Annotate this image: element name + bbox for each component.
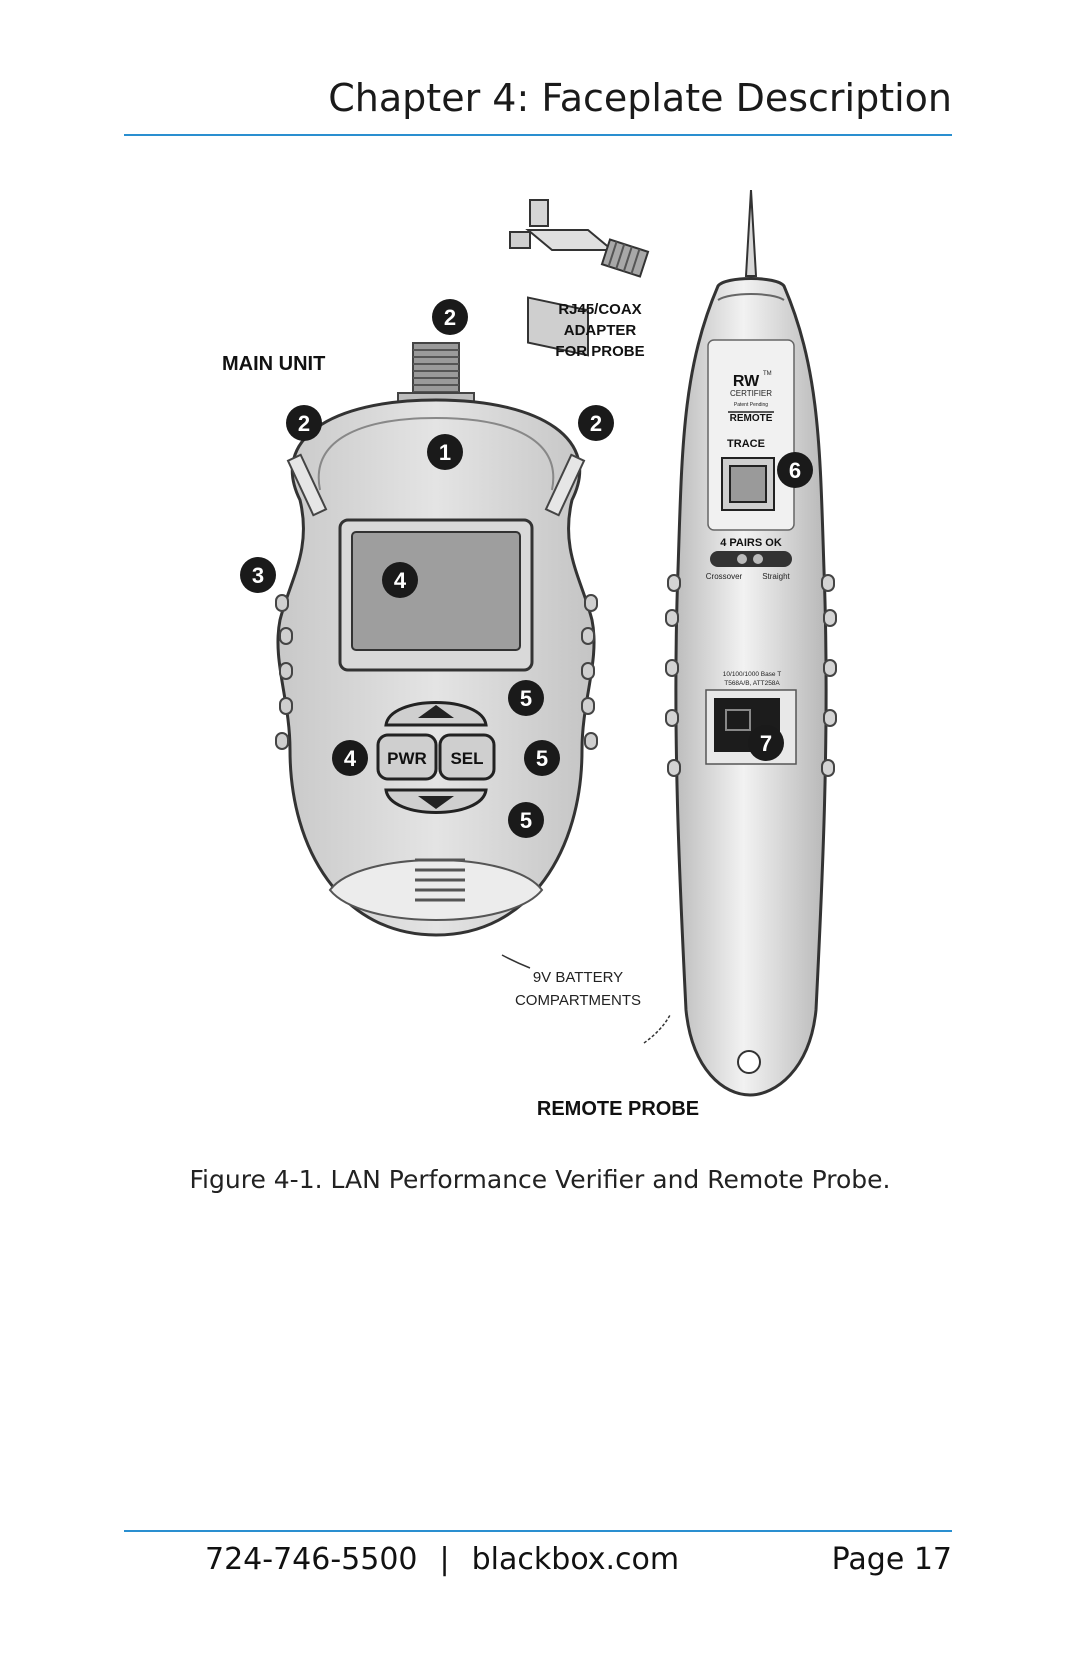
probe-remote-label: REMOTE: [730, 413, 773, 424]
coax-connector: [397, 342, 475, 406]
main-unit-label: MAIN UNIT: [222, 353, 325, 375]
page-number: Page 17: [831, 1542, 952, 1577]
probe-certifier: CERTIFIER: [730, 389, 772, 398]
pwr-button-label: PWR: [387, 749, 427, 768]
callout-4-pwr: 4: [332, 740, 368, 776]
probe-crossover: Crossover: [706, 572, 743, 581]
device-figure: PWR SEL MAIN UNIT RJ45/COAX ADAPTER F: [222, 190, 837, 1120]
probe-spec-line2: T568A/B, ATT258A: [724, 680, 780, 687]
adapter-label-line3: FOR PROBE: [555, 343, 644, 360]
footer-separator: |: [439, 1542, 450, 1577]
probe-trace-label: TRACE: [727, 438, 765, 450]
svg-text:4: 4: [394, 568, 407, 593]
lcd-display: [351, 531, 521, 651]
callout-5-sel: 5: [524, 740, 560, 776]
probe-straight: Straight: [762, 572, 790, 581]
svg-text:1: 1: [439, 440, 451, 465]
footer-contact: 724-746-5500 | blackbox.com: [205, 1542, 679, 1577]
callout-6: 6: [777, 452, 813, 488]
footer-phone: 724-746-5500: [205, 1542, 418, 1577]
chapter-title: Chapter 4: Faceplate Description: [328, 76, 952, 120]
svg-text:5: 5: [520, 686, 532, 711]
callout-5-down: 5: [508, 802, 544, 838]
lanyard-hole: [737, 1050, 761, 1074]
svg-text:2: 2: [590, 411, 602, 436]
svg-text:3: 3: [252, 563, 264, 588]
callout-5-up: 5: [508, 680, 544, 716]
led-bar: [710, 551, 792, 567]
adapter-label-line1: RJ45/COAX: [558, 301, 641, 318]
callout-3: 3: [240, 557, 276, 593]
svg-text:5: 5: [536, 746, 548, 771]
main-unit: PWR SEL MAIN UNIT: [222, 342, 598, 937]
callout-1: 1: [427, 434, 463, 470]
svg-text:5: 5: [520, 808, 532, 833]
svg-text:6: 6: [789, 458, 801, 483]
straight-led: [753, 554, 763, 564]
svg-text:2: 2: [298, 411, 310, 436]
footer-rule: [124, 1530, 952, 1532]
figure-caption: Figure 4-1. LAN Performance Verifier and…: [189, 1165, 891, 1194]
probe-spec-line1: 10/100/1000 Base T: [723, 671, 781, 678]
callout-2-top: 2: [432, 299, 468, 335]
battery-callout: 9V BATTERY COMPARTMENTS: [501, 954, 671, 1044]
remote-probe-label: REMOTE PROBE: [537, 1098, 699, 1120]
pwr-button[interactable]: PWR: [376, 733, 438, 781]
crossover-led: [737, 554, 747, 564]
svg-text:2: 2: [444, 305, 456, 330]
probe-patent: Patent Pending: [734, 402, 768, 408]
header-rule: [124, 134, 952, 136]
up-arrow-button[interactable]: [384, 701, 488, 727]
rj45-coax-adapter: RJ45/COAX ADAPTER FOR PROBE: [509, 199, 650, 360]
probe-tm: TM: [763, 371, 772, 377]
trace-button[interactable]: [721, 457, 775, 511]
probe-grips: [665, 574, 837, 777]
down-arrow-button[interactable]: [384, 788, 488, 814]
sel-button-label: SEL: [450, 749, 483, 768]
footer-website[interactable]: blackbox.com: [471, 1542, 680, 1577]
battery-label-line2: COMPARTMENTS: [515, 992, 641, 1009]
side-grips: [275, 594, 598, 750]
probe-tip: [744, 190, 758, 277]
battery-door-grip: [415, 858, 465, 902]
sel-button[interactable]: SEL: [438, 733, 496, 781]
callout-7: 7: [748, 725, 784, 761]
battery-label-line1: 9V BATTERY: [533, 969, 623, 986]
svg-text:7: 7: [760, 731, 772, 756]
callout-2-left: 2: [286, 405, 322, 441]
callout-4-display: 4: [382, 562, 418, 598]
probe-pairs-ok: 4 PAIRS OK: [720, 537, 782, 549]
callout-2-right: 2: [578, 405, 614, 441]
svg-text:4: 4: [344, 746, 357, 771]
adapter-label-line2: ADAPTER: [564, 322, 637, 339]
probe-brand: RW: [733, 373, 760, 390]
callout-markers: 1 2 2 2 3 4 4 5 5 5 6 7: [240, 299, 813, 838]
